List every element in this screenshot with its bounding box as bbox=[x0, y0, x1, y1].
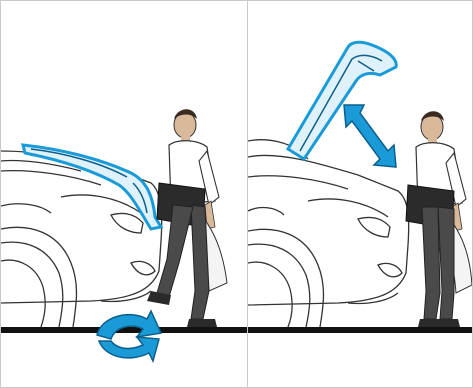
ground-line bbox=[248, 327, 472, 333]
rear-wheel bbox=[248, 229, 324, 327]
kick-gesture-drawing bbox=[1, 1, 247, 387]
panel-tailgate-open bbox=[248, 1, 472, 387]
rear-wheel bbox=[1, 227, 77, 327]
tailgate-highlight bbox=[23, 145, 161, 229]
car-rear bbox=[1, 151, 162, 303]
panel-kick-gesture bbox=[1, 1, 247, 387]
person-standing bbox=[406, 111, 472, 327]
person-kicking bbox=[147, 109, 227, 327]
tailgate-open-drawing bbox=[248, 1, 472, 387]
curved-double-arrow-icon bbox=[97, 311, 161, 361]
straight-double-arrow-icon bbox=[344, 105, 396, 167]
